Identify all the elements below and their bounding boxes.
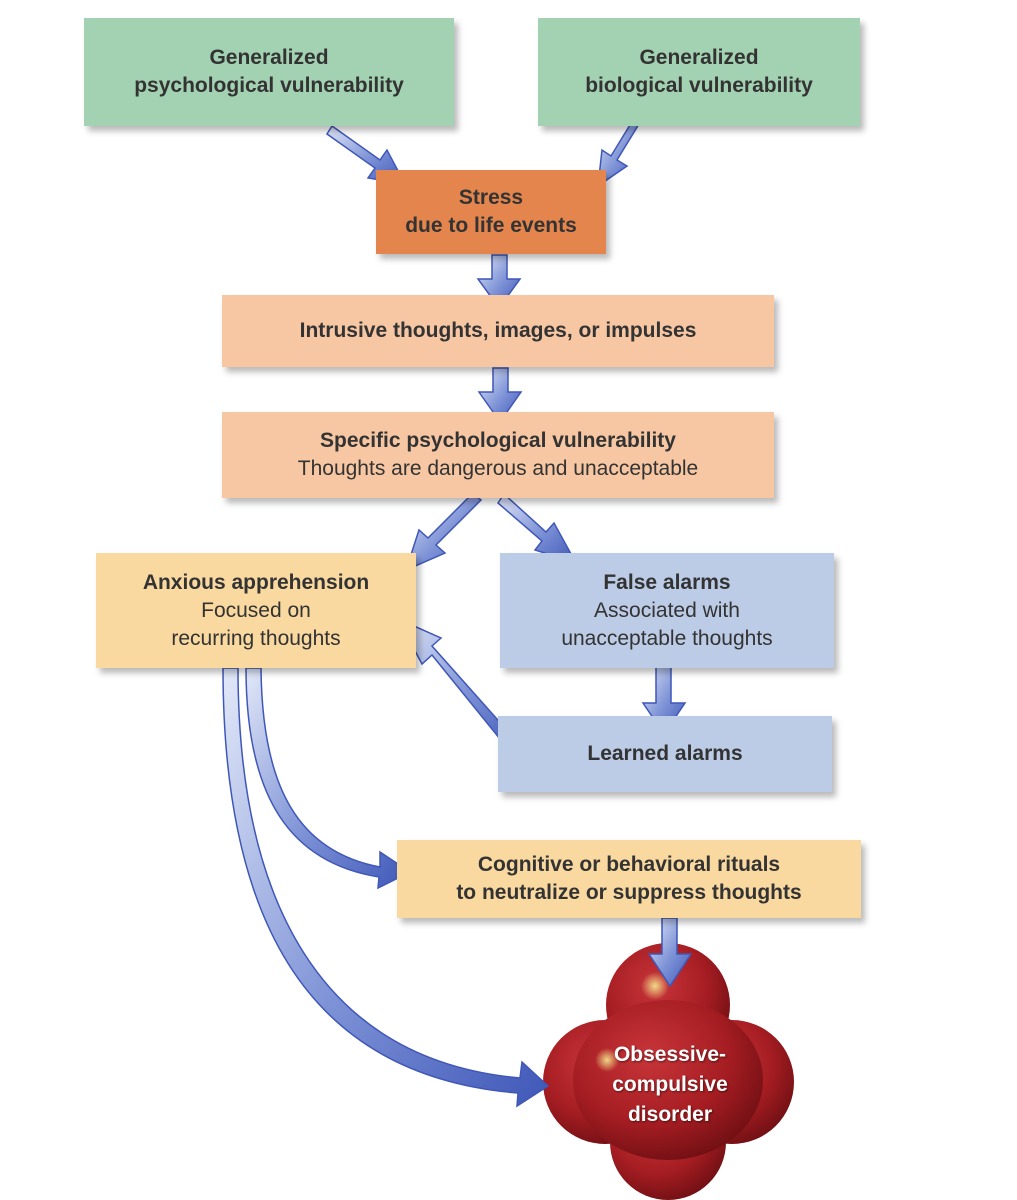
false-alarms-box: False alarms Associated with unacceptabl… [500,553,834,668]
rituals-box: Cognitive or behavioral rituals to neutr… [397,840,861,918]
anxious-line3: recurring thoughts [171,626,341,650]
anxious-line2: Focused on [201,598,311,622]
specific-line2: Thoughts are dangerous and unacceptable [297,457,699,480]
arrow-bio-to-stress [597,118,641,188]
generalized-biological-vulnerability-box: Generalized biological vulnerability [538,18,860,126]
generalized-psychological-vulnerability-box: Generalized psychological vulnerability [84,18,454,126]
ocd-line3: disorder [627,1103,713,1126]
anxious-line1: Anxious apprehension [142,570,370,594]
gen-psych-line2: psychological vulnerability [134,74,404,97]
gen-bio-line1: Generalized [639,46,759,69]
gen-bio-line2: biological vulnerability [585,74,813,97]
specific-psychological-vulnerability-box: Specific psychological vulnerability Tho… [222,412,774,498]
arrow-stress-to-intrusive [476,254,522,310]
ocd-line2: compulsive [612,1073,728,1096]
arrow-specific-to-anxious [404,491,483,572]
learned-line1: Learned alarms [587,742,743,765]
ocd-label: Obsessive- compulsive disorder [560,1040,780,1130]
arrow-anxious-to-rituals [245,667,412,890]
stress-line1: Stress [458,186,524,209]
specific-line1: Specific psychological vulnerability [320,429,676,452]
rituals-line2: to neutralize or suppress thoughts [456,881,802,904]
ocd-cloud-shape [543,943,794,1200]
stress-box: Stress due to life events [376,170,606,254]
intrusive-line1: Intrusive thoughts, images, or impulses [299,319,697,342]
gen-psych-line1: Generalized [209,46,329,69]
intrusive-thoughts-box: Intrusive thoughts, images, or impulses [222,295,774,367]
arrow-anxious-to-ocd [222,667,550,1108]
false-alarms-line1: False alarms [603,570,731,594]
learned-alarms-box: Learned alarms [498,716,832,792]
false-alarms-line2: Associated with [594,598,740,622]
rituals-line1: Cognitive or behavioral rituals [477,853,781,876]
arrow-rituals-to-ocd [647,917,693,988]
anxious-apprehension-box: Anxious apprehension Focused on recurrin… [96,553,416,668]
false-alarms-line3: unacceptable thoughts [561,626,773,650]
arrow-intrusive-to-specific [477,367,523,424]
ocd-line1: Obsessive- [613,1043,727,1066]
stress-line2: due to life events [405,214,577,237]
